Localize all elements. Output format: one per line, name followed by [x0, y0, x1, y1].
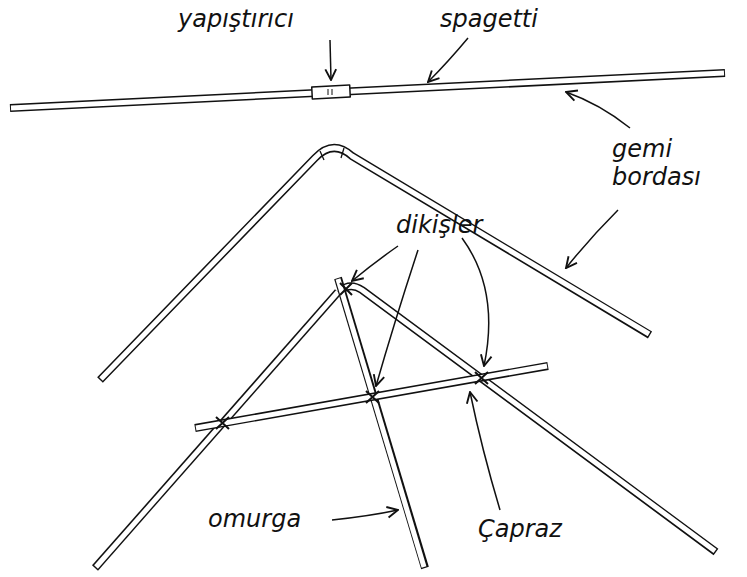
spaghetti-rod	[10, 73, 725, 108]
stitch-marks	[216, 283, 488, 429]
part-label: omurga	[208, 506, 301, 534]
part-label: dikişler	[396, 212, 482, 240]
part-label: spagetti	[440, 6, 538, 34]
hull-side	[100, 148, 650, 380]
frame-assembly	[95, 278, 716, 568]
glue-sleeve	[312, 85, 351, 99]
part-label: Çapraz	[478, 516, 562, 544]
part-label: yapıştırıcı	[178, 6, 294, 34]
part-label: gemi bordası	[612, 136, 730, 191]
leader-arrows	[330, 38, 630, 520]
